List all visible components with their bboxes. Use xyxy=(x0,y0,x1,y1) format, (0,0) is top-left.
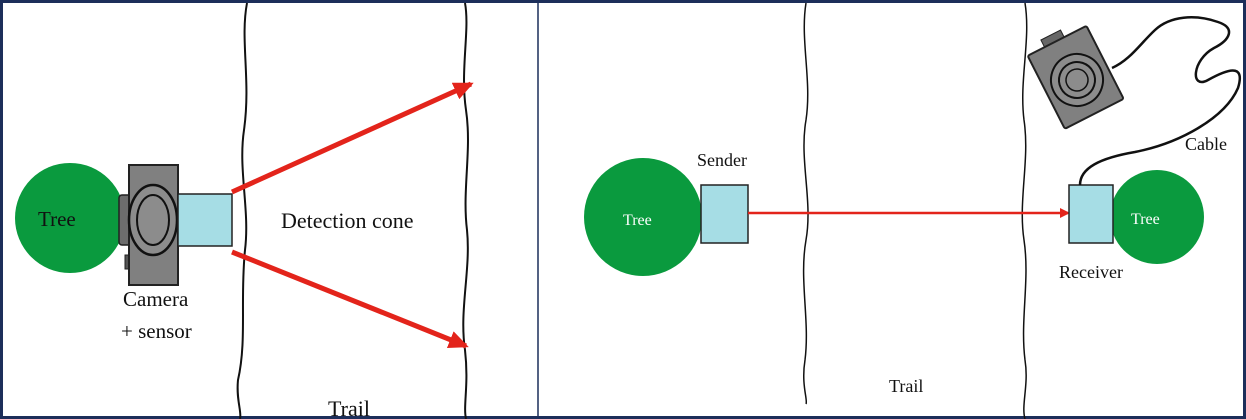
trail-edge-left xyxy=(236,2,248,419)
trail-edge-right xyxy=(462,2,469,419)
detection-arrow-lower xyxy=(231,249,469,349)
cable-label: Cable xyxy=(1185,134,1227,154)
sender-box-icon xyxy=(700,184,749,244)
right-trail-label: Trail xyxy=(889,376,923,396)
sender-label: Sender xyxy=(697,150,747,170)
detection-arrow-upper xyxy=(230,81,474,195)
sensor-box-icon xyxy=(177,193,233,247)
camera-icon xyxy=(118,164,179,286)
right-tree-label: Tree xyxy=(1131,211,1160,228)
trail-edge-right xyxy=(1021,2,1028,419)
left-tree-label: Tree xyxy=(623,212,652,229)
tree-icon xyxy=(1110,170,1204,264)
tree-icon xyxy=(15,163,125,273)
camera-label-line2: + sensor xyxy=(121,319,192,343)
detection-cone-label: Detection cone xyxy=(281,208,414,233)
left-panel: Tree Camera + sensor Detection cone Trai… xyxy=(15,2,474,419)
left-trail-label: Trail xyxy=(328,396,370,419)
cable-line xyxy=(1078,16,1241,186)
tree-label: Tree xyxy=(38,207,76,231)
receiver-box-icon xyxy=(1068,184,1114,244)
camera-label-line1: Camera xyxy=(123,287,189,311)
tree-icon xyxy=(584,158,702,276)
receiver-label: Receiver xyxy=(1059,262,1123,282)
camera-icon xyxy=(1027,25,1124,130)
trail-edge-left xyxy=(802,2,809,405)
right-panel: Tree Sender Tree Receiver Cable Trail xyxy=(584,2,1241,419)
